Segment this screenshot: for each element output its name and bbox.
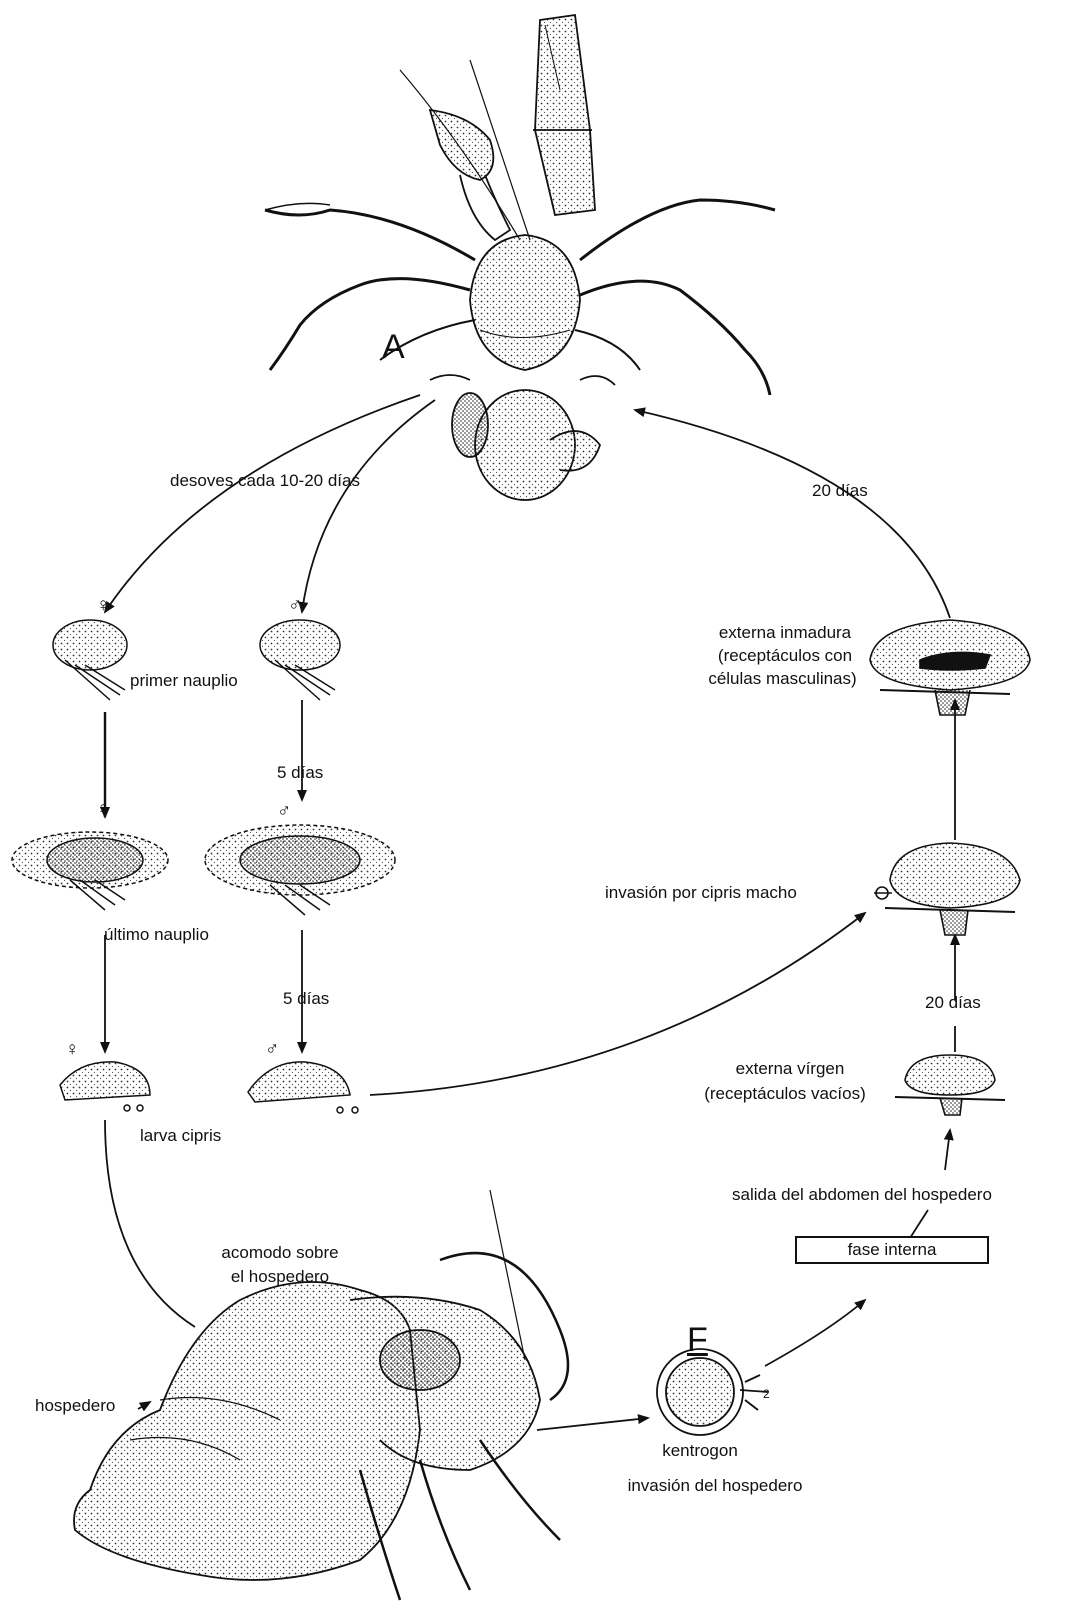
arrow-cypris-to-host — [105, 1120, 195, 1327]
symbol-female-3: ♀ — [65, 1040, 79, 1059]
label-letter-a: A — [382, 330, 405, 364]
label-virgin-line2: (receptáculos vacíos) — [670, 1083, 900, 1104]
male-first-nauplius — [260, 620, 340, 700]
label-emergence: salida del abdomen del hospedero — [732, 1184, 992, 1205]
label-5-days-a: 5 días — [277, 762, 323, 783]
label-virgin-line1: externa vírgen — [680, 1058, 900, 1079]
label-20-days-top: 20 días — [812, 480, 868, 501]
label-kentrogon-mark: 2 — [763, 1384, 770, 1405]
arrow-kentrogon-to-internal — [765, 1300, 865, 1366]
female-first-nauplius — [53, 620, 127, 700]
label-immature-line2: (receptáculos con — [680, 645, 890, 666]
label-immature-line1: externa inmadura — [680, 622, 890, 643]
label-last-nauplius: último nauplio — [104, 924, 209, 945]
symbol-female-1: ♀ — [96, 596, 110, 615]
symbol-male-3: ♂ — [265, 1040, 279, 1059]
invaded-externa-illustration — [876, 843, 1020, 935]
label-20-days-right: 20 días — [925, 992, 981, 1013]
arrow-spawn-female — [105, 395, 420, 612]
female-cypris-larva — [60, 1062, 150, 1111]
label-host-invasion: invasión del hospedero — [590, 1475, 840, 1496]
male-cypris-larva — [248, 1062, 358, 1113]
label-cypris-larva: larva cipris — [140, 1125, 221, 1146]
virgin-externa-illustration — [895, 1055, 1005, 1115]
label-immature-line3: células masculinas) — [670, 668, 895, 689]
label-5-days-b: 5 días — [283, 988, 329, 1009]
label-settle-line1: acomodo sobre — [190, 1242, 370, 1263]
label-kentrogon: kentrogon — [600, 1440, 800, 1461]
label-host: hospedero — [35, 1395, 115, 1416]
symbol-male-2: ♂ — [277, 802, 291, 821]
symbol-female-2: ♀ — [96, 800, 110, 819]
label-settle-line2: el hospedero — [190, 1266, 370, 1287]
arrow-emergence-to-virgin — [945, 1130, 950, 1170]
label-male-invasion: invasión por cipris macho — [605, 882, 797, 903]
arrow-immature-to-adult — [635, 410, 950, 618]
label-first-nauplius: primer nauplio — [130, 670, 238, 691]
arrow-spawn-male — [302, 400, 435, 612]
label-letter-f: F — [687, 1323, 708, 1357]
kentrogon-illustration — [657, 1349, 768, 1435]
symbol-male-1: ♂ — [288, 596, 302, 615]
female-last-nauplius — [12, 832, 168, 910]
internal-phase-box: fase interna — [795, 1236, 989, 1264]
arrow-host-to-kentrogon — [537, 1418, 648, 1430]
label-spawning: desoves cada 10-20 días — [170, 470, 360, 491]
arrow-host-pointer — [138, 1402, 150, 1409]
male-last-nauplius — [205, 825, 395, 915]
